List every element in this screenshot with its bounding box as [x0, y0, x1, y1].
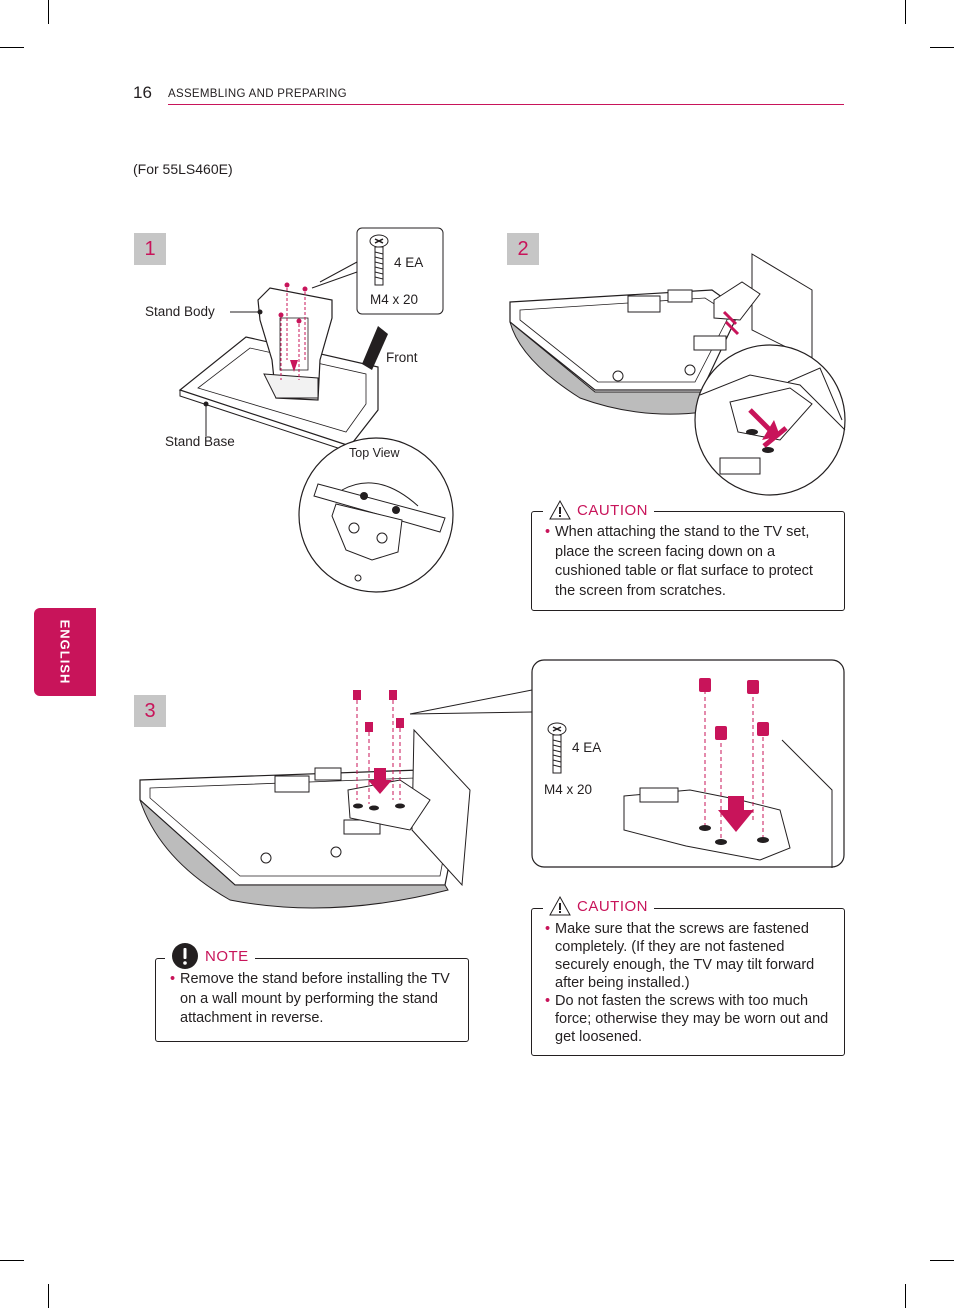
note-exclamation-icon: [172, 943, 198, 969]
caution-title: CAUTION: [543, 499, 654, 520]
crop-mark: [48, 0, 49, 24]
step-number-3: 3: [134, 695, 166, 727]
screw-icon: [369, 234, 389, 286]
model-note: (For 55LS460E): [133, 161, 233, 177]
screw-icon: [547, 722, 567, 774]
detail-screw-quantity: 4 EA: [572, 740, 602, 755]
language-tab: ENGLISH: [34, 608, 96, 696]
header-rule: [168, 104, 844, 105]
crop-mark: [905, 1284, 906, 1308]
crop-mark: [0, 47, 24, 48]
caution-title-text: CAUTION: [577, 897, 648, 915]
screw-size: M4 x 20: [370, 292, 419, 307]
warning-triangle-icon: [549, 895, 571, 916]
detail-screw-size: M4 x 20: [544, 782, 593, 797]
note-title: NOTE: [165, 942, 255, 970]
caution-item: When attaching the stand to the TV set, …: [545, 523, 833, 601]
front-label: Front: [386, 350, 418, 365]
crop-mark: [930, 1260, 954, 1261]
page-number: 16: [133, 83, 152, 102]
crop-mark: [930, 47, 954, 48]
stand-base-label: Stand Base: [165, 434, 235, 449]
caution-title-text: CAUTION: [577, 501, 648, 519]
section-title: ASSEMBLING AND PREPARING: [168, 88, 347, 100]
note-item: Remove the stand before installing the T…: [170, 970, 462, 1029]
crop-mark: [0, 1260, 24, 1261]
crop-mark: [905, 0, 906, 24]
caution-list: When attaching the stand to the TV set, …: [545, 523, 833, 601]
crop-mark: [48, 1284, 49, 1308]
caution-list: Make sure that the screws are fastened c…: [545, 920, 835, 1046]
caution-item: Make sure that the screws are fastened c…: [545, 920, 835, 992]
top-view-label: Top View: [349, 446, 400, 460]
screw-quantity: 4 EA: [394, 255, 424, 270]
stand-body-label: Stand Body: [145, 304, 215, 319]
warning-triangle-icon: [549, 499, 571, 520]
caution-item: Do not fasten the screws with too much f…: [545, 992, 835, 1046]
step-number-2: 2: [507, 233, 539, 265]
caution-title: CAUTION: [543, 895, 654, 916]
note-list: Remove the stand before installing the T…: [170, 970, 462, 1029]
note-title-text: NOTE: [205, 947, 249, 965]
step-number-1: 1: [134, 233, 166, 265]
